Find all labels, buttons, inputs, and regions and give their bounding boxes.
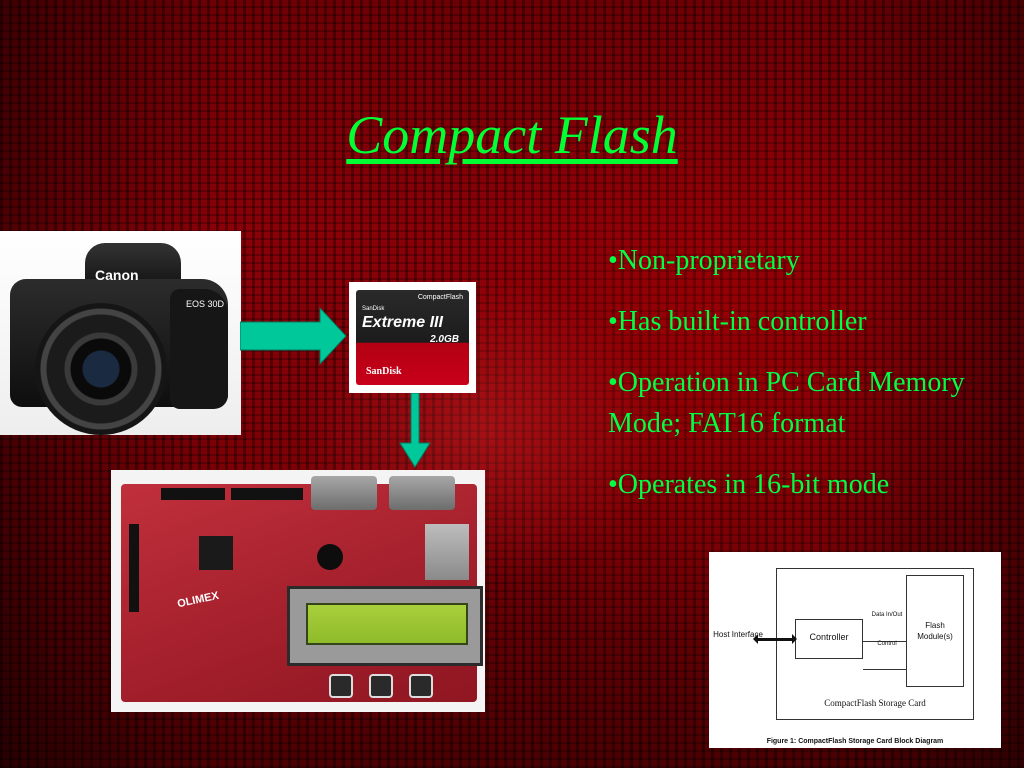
- development-board-photo: OLIMEX: [111, 470, 485, 712]
- data-label: Data In/Out: [871, 612, 903, 618]
- board-brand: OLIMEX: [176, 589, 220, 611]
- camera-photo: Canon EOS 30D: [0, 231, 241, 435]
- board-button: [329, 674, 353, 698]
- bullet-list: •Non-proprietary •Has built-in controlle…: [608, 240, 1008, 525]
- camera-grip: [170, 289, 228, 409]
- camera-brand: Canon: [95, 267, 139, 283]
- arrow-down-icon: [399, 393, 431, 468]
- block-diagram: Controller Flash Module(s) Host Interfac…: [709, 552, 1001, 748]
- card-brand: SanDisk: [366, 366, 402, 377]
- controller-label: Controller: [809, 632, 849, 642]
- serial-connector: [389, 476, 455, 510]
- flash-module-box: Flash Module(s): [906, 575, 964, 687]
- pcb: OLIMEX: [121, 476, 483, 702]
- control-label: Control: [877, 641, 897, 647]
- bullet-item: •Operation in PC Card Memory Mode; FAT16…: [608, 367, 965, 439]
- bullet-item: •Operates in 16-bit mode: [608, 469, 890, 500]
- compactflash-card-photo: CompactFlash SanDisk Extreme III 2.0GB S…: [349, 282, 476, 393]
- microcontroller-chip: [199, 536, 233, 570]
- data-line: [863, 641, 906, 642]
- camera-model: EOS 30D: [186, 299, 225, 309]
- figure-caption: Figure 1: CompactFlash Storage Card Bloc…: [766, 738, 944, 745]
- card-top-label: CompactFlash: [417, 294, 463, 301]
- storage-card-box: Controller Flash Module(s): [776, 568, 974, 720]
- card-face: CompactFlash SanDisk Extreme III 2.0GB S…: [356, 290, 469, 385]
- arrow-right-icon: [240, 306, 347, 366]
- camera-lens: [35, 303, 167, 435]
- slide-title: Compact Flash: [346, 105, 678, 165]
- host-interface-label: Host Interface: [713, 630, 763, 639]
- buzzer: [317, 544, 343, 570]
- lcd-module: [287, 586, 483, 666]
- bullet-item: •Non-proprietary: [608, 245, 800, 276]
- card-slot: [425, 524, 469, 580]
- board-button: [369, 674, 393, 698]
- card-product: Extreme III: [362, 314, 443, 331]
- pin-header: [129, 524, 139, 612]
- double-arrow-icon: [753, 634, 797, 644]
- control-line: [863, 669, 906, 670]
- card-label: CompactFlash Storage Card: [824, 698, 926, 708]
- serial-connector: [311, 476, 377, 510]
- lcd-screen: [306, 603, 468, 645]
- flash-label: Flash Module(s): [917, 621, 953, 641]
- board-button: [409, 674, 433, 698]
- card-small-brand: SanDisk: [362, 306, 385, 312]
- bullet-item: •Has built-in controller: [608, 306, 867, 337]
- pin-header: [161, 488, 225, 500]
- pin-header: [231, 488, 303, 500]
- card-capacity: 2.0GB: [430, 334, 459, 345]
- controller-box: Controller: [795, 619, 863, 659]
